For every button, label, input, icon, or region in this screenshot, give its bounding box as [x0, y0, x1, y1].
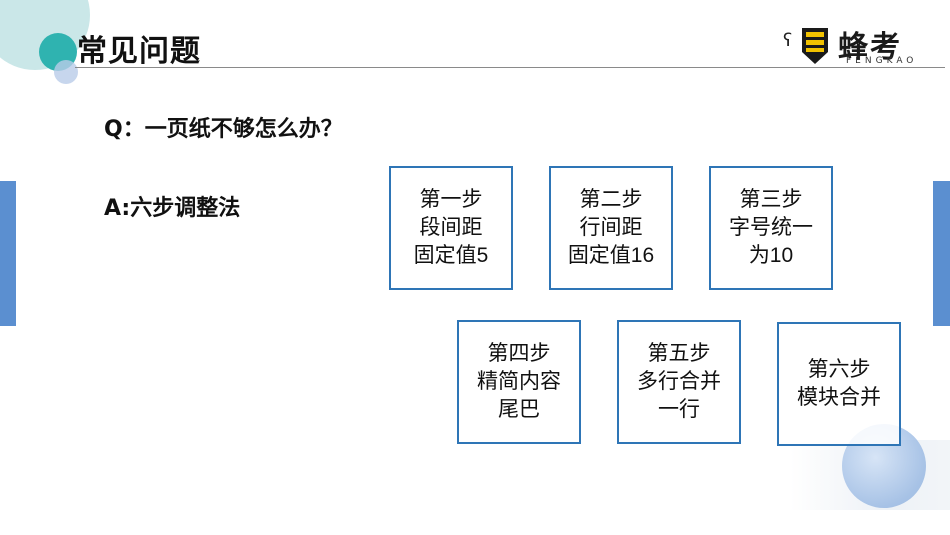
- step-text: 第一步 段间距 固定值5: [413, 188, 489, 267]
- logo-wordmark: 蜂考: [838, 30, 902, 65]
- step-box-4: 第四步 精简内容 尾巴: [457, 320, 581, 444]
- step-box-1: 第一步 段间距 固定值5: [389, 166, 513, 290]
- logo-swirl-icon: ʕ: [783, 30, 793, 51]
- step-text: 第二步 行间距 固定值16: [567, 188, 655, 267]
- step-box-2: 第二步 行间距 固定值16: [549, 166, 673, 290]
- step-box-5: 第五步 多行合并 一行: [617, 320, 741, 444]
- step-box-6: 第六步 模块合并: [777, 322, 901, 446]
- right-accent-bar: [933, 181, 950, 326]
- step-text: 第五步 多行合并 一行: [637, 342, 721, 421]
- step-text: 第三步 字号统一 为10: [729, 188, 813, 267]
- step-text: 第六步 模块合并: [797, 358, 881, 409]
- left-accent-bar: [0, 181, 16, 326]
- logo-subtext: FENGKAO: [846, 56, 918, 66]
- page-title: 常见问题: [77, 34, 201, 69]
- decorative-blue-dot: [54, 60, 78, 84]
- question-text: Q：一页纸不够怎么办？: [104, 117, 343, 142]
- logo-shield-icon: [802, 28, 828, 64]
- step-box-3: 第三步 字号统一 为10: [709, 166, 833, 290]
- answer-heading: A:六步调整法: [104, 196, 241, 221]
- title-divider: [75, 67, 945, 68]
- step-text: 第四步 精简内容 尾巴: [477, 342, 561, 421]
